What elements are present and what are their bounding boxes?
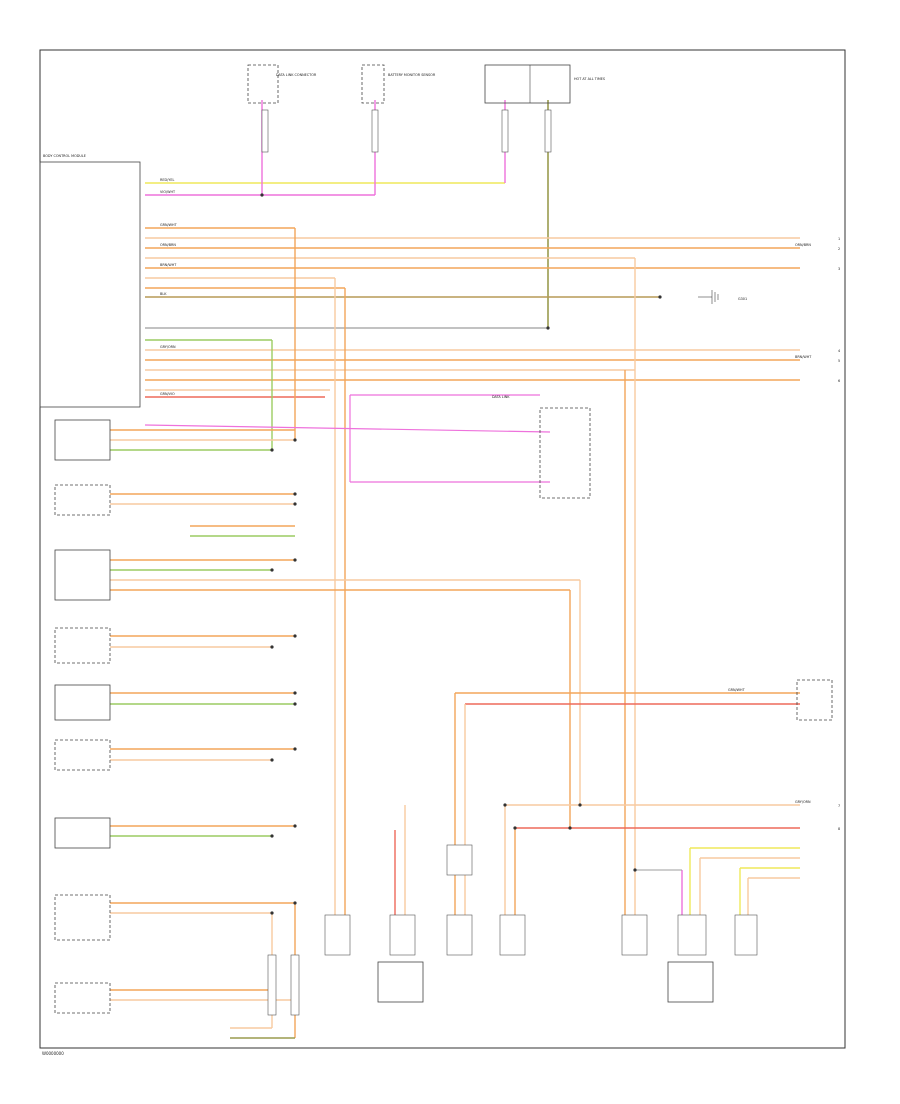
connector bbox=[621, 914, 648, 956]
connector bbox=[446, 914, 473, 956]
wire-group bbox=[110, 100, 800, 1039]
connector-pin-label: 5 bbox=[838, 359, 840, 363]
wire-code-label: GRN/WHT bbox=[728, 688, 746, 692]
connector bbox=[501, 109, 509, 153]
module-box bbox=[54, 684, 111, 721]
relay-box bbox=[539, 407, 591, 499]
connector-pin-label: 3 bbox=[838, 267, 840, 271]
diagram-frame bbox=[39, 49, 846, 1049]
wire-code-label: GRY/ORN bbox=[160, 345, 176, 349]
module-box bbox=[54, 627, 111, 664]
component-group bbox=[39, 64, 833, 1014]
connector-pin-label: 2 bbox=[838, 247, 840, 251]
wire-code-label: BLK bbox=[160, 292, 167, 296]
connector bbox=[261, 109, 269, 153]
module-box bbox=[54, 817, 111, 849]
module-box bbox=[54, 982, 111, 1014]
connector bbox=[446, 844, 473, 876]
connector-pin-label: 7 bbox=[838, 804, 840, 808]
connector-group bbox=[261, 109, 758, 1016]
wire-code-label: ORN/BRN bbox=[795, 243, 811, 247]
connector bbox=[267, 954, 277, 1016]
connector bbox=[499, 914, 526, 956]
component-label: G301 bbox=[738, 297, 747, 301]
connector-pin-label: 8 bbox=[838, 827, 840, 831]
module-box bbox=[54, 549, 111, 601]
connector bbox=[544, 109, 552, 153]
module-box bbox=[54, 739, 111, 771]
wire-code-label: VIO/WHT bbox=[160, 190, 176, 194]
connector bbox=[677, 914, 707, 956]
component-label: DATA LINK CONNECTOR bbox=[276, 73, 317, 77]
top-left-module bbox=[247, 64, 279, 104]
wire-code-label: GRN/WHT bbox=[160, 223, 178, 227]
module-box bbox=[54, 484, 111, 516]
figure-code: W0000000 bbox=[42, 1051, 64, 1056]
wire-code-label: BRN/WHT bbox=[160, 263, 177, 267]
connector bbox=[324, 914, 351, 956]
connector-pin-label: 1 bbox=[838, 237, 840, 241]
bottom-module-box bbox=[667, 961, 714, 1003]
component-label: HOT AT ALL TIMES bbox=[574, 77, 605, 81]
bottom-module-box bbox=[377, 961, 424, 1003]
connector bbox=[290, 954, 300, 1016]
wire-code-label: GRY/ORN bbox=[795, 800, 811, 804]
wire-code-label: GRN/VIO bbox=[160, 392, 175, 396]
component-label: BODY CONTROL MODULE bbox=[43, 154, 86, 158]
right-module-box bbox=[796, 679, 833, 721]
module-box bbox=[54, 419, 111, 461]
connector bbox=[389, 914, 416, 956]
component-label: DATA LINK bbox=[492, 395, 510, 399]
left-main-module bbox=[39, 161, 141, 408]
connector bbox=[371, 109, 379, 153]
splice-group bbox=[260, 193, 662, 915]
top-right-module bbox=[484, 64, 571, 104]
component-label: BATTERY MONITOR SENSOR bbox=[388, 73, 436, 77]
connector bbox=[734, 914, 758, 956]
connector-pin-label: 6 bbox=[838, 379, 840, 383]
wire-code-label: BRN/WHT bbox=[795, 355, 812, 359]
module-box bbox=[54, 894, 111, 941]
wire-code-label: RED/YEL bbox=[160, 178, 174, 182]
top-mid-module bbox=[361, 64, 385, 104]
wire-code-label: ORN/BRN bbox=[160, 243, 176, 247]
wire bbox=[144, 424, 551, 433]
ground-symbol bbox=[698, 290, 719, 304]
connector-pin-label: 4 bbox=[838, 349, 840, 353]
